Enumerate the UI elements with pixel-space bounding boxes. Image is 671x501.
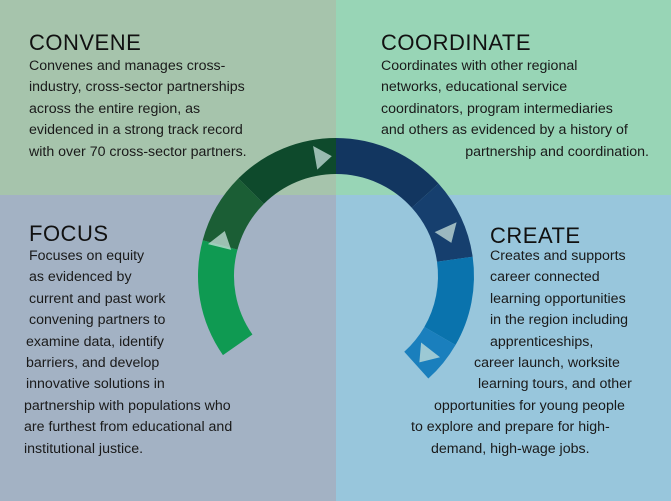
convene-line: evidenced in a strong track record bbox=[29, 122, 243, 139]
coordinate-line: and others as evidenced by a history of bbox=[381, 122, 628, 139]
coordinate-line: networks, educational service bbox=[381, 79, 568, 96]
create-line: apprenticeships, bbox=[490, 333, 594, 350]
convene-line: with over 70 cross-sector partners. bbox=[29, 143, 247, 160]
focus-line: convening partners to bbox=[29, 312, 166, 329]
focus-line: Focuses on equity bbox=[29, 248, 145, 264]
coordinate-text: Coordinates with other regional networks… bbox=[381, 56, 653, 163]
coordinate-line: coordinators, program intermediaries bbox=[381, 100, 613, 117]
convene-title: CONVENE bbox=[29, 30, 142, 55]
convene-text: Convenes and manages cross- industry, cr… bbox=[29, 56, 247, 163]
create-title: CREATE bbox=[490, 223, 581, 248]
create-panel: CREATE Creates and supports career conne… bbox=[336, 195, 671, 501]
create-line: opportunities for young people bbox=[434, 397, 625, 414]
focus-line: current and past work bbox=[29, 290, 166, 307]
coordinate-line: partnership and coordination. bbox=[465, 143, 649, 160]
create-line: demand, high-wage jobs. bbox=[431, 440, 590, 457]
create-line: learning tours, and other bbox=[478, 376, 632, 393]
focus-title: FOCUS bbox=[29, 221, 109, 246]
create-line: to explore and prepare for high- bbox=[411, 419, 610, 436]
convene-line: across the entire region, as bbox=[29, 100, 201, 117]
focus-line: are furthest from educational and bbox=[24, 419, 233, 436]
create-line: in the region including bbox=[490, 312, 629, 329]
create-line: career launch, worksite bbox=[474, 355, 620, 372]
coordinate-panel: COORDINATE Coordinates with other region… bbox=[336, 0, 671, 195]
focus-line: institutional justice. bbox=[24, 440, 144, 457]
create-line: learning opportunities bbox=[490, 290, 626, 307]
coordinate-title: COORDINATE bbox=[381, 30, 532, 55]
focus-line: as evidenced by bbox=[29, 269, 132, 286]
coordinate-line: Coordinates with other regional bbox=[381, 58, 578, 74]
focus-line: partnership with populations who bbox=[24, 397, 231, 414]
convene-line: Convenes and manages cross- bbox=[29, 58, 226, 74]
convene-line: industry, cross-sector partnerships bbox=[29, 79, 245, 96]
focus-line: innovative solutions in bbox=[26, 376, 165, 393]
create-text: Creates and supports career connected le… bbox=[336, 246, 636, 460]
focus-text: Focuses on equity as evidenced by curren… bbox=[0, 246, 300, 460]
create-line: career connected bbox=[490, 269, 600, 286]
focus-line: barriers, and develop bbox=[26, 355, 160, 372]
focus-panel: FOCUS Focuses on equity as evidenced by … bbox=[0, 195, 336, 501]
create-line: Creates and supports bbox=[490, 248, 626, 264]
convene-panel: CONVENE Convenes and manages cross- indu… bbox=[0, 0, 336, 195]
focus-line: examine data, identify bbox=[26, 333, 165, 350]
